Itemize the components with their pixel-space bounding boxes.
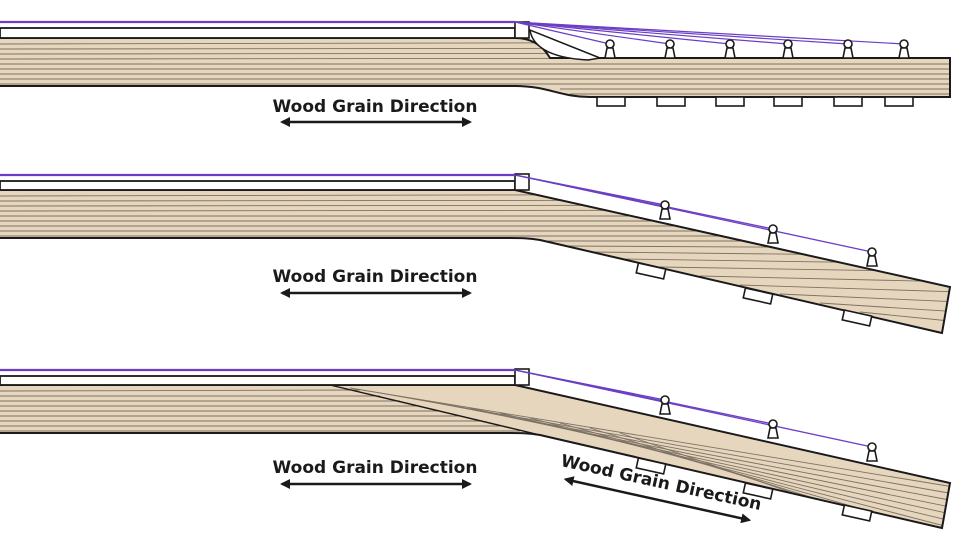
headstock-recess xyxy=(529,28,603,61)
nut xyxy=(514,173,530,191)
tuning-pegs xyxy=(659,395,878,462)
fretboard xyxy=(0,375,516,386)
grain-direction-label: Wood Grain Direction xyxy=(273,267,478,287)
neck-grain xyxy=(0,389,520,432)
tuner-bushings xyxy=(635,262,873,327)
tuning-pegs xyxy=(604,39,910,59)
strings-to-pegs xyxy=(514,21,905,45)
nut xyxy=(514,368,530,386)
panel-scarf-joint: Wood Grain Direction Wood Grain Directio… xyxy=(0,368,952,530)
neck-outline xyxy=(0,384,952,530)
panel-angled-one-piece: Wood Grain Direction xyxy=(0,173,952,335)
headstock-grain-direction-arrow xyxy=(563,476,752,524)
grain-direction-label: Wood Grain Direction xyxy=(273,97,478,117)
strings-to-pegs xyxy=(514,174,873,253)
tuner-bushings xyxy=(596,96,914,107)
scarf-joint-line xyxy=(329,384,541,436)
strings-to-pegs xyxy=(514,369,873,448)
neck-wood xyxy=(0,385,950,528)
neck-wood xyxy=(0,190,950,333)
fretboard xyxy=(0,27,516,39)
neck-outline xyxy=(0,37,951,98)
grain-direction-label: Wood Grain Direction xyxy=(273,458,478,478)
fretboard xyxy=(0,180,516,191)
tuning-pegs xyxy=(659,200,878,267)
neck-outline xyxy=(0,189,952,335)
panel-flat-headstock: Wood Grain Direction xyxy=(0,20,951,127)
